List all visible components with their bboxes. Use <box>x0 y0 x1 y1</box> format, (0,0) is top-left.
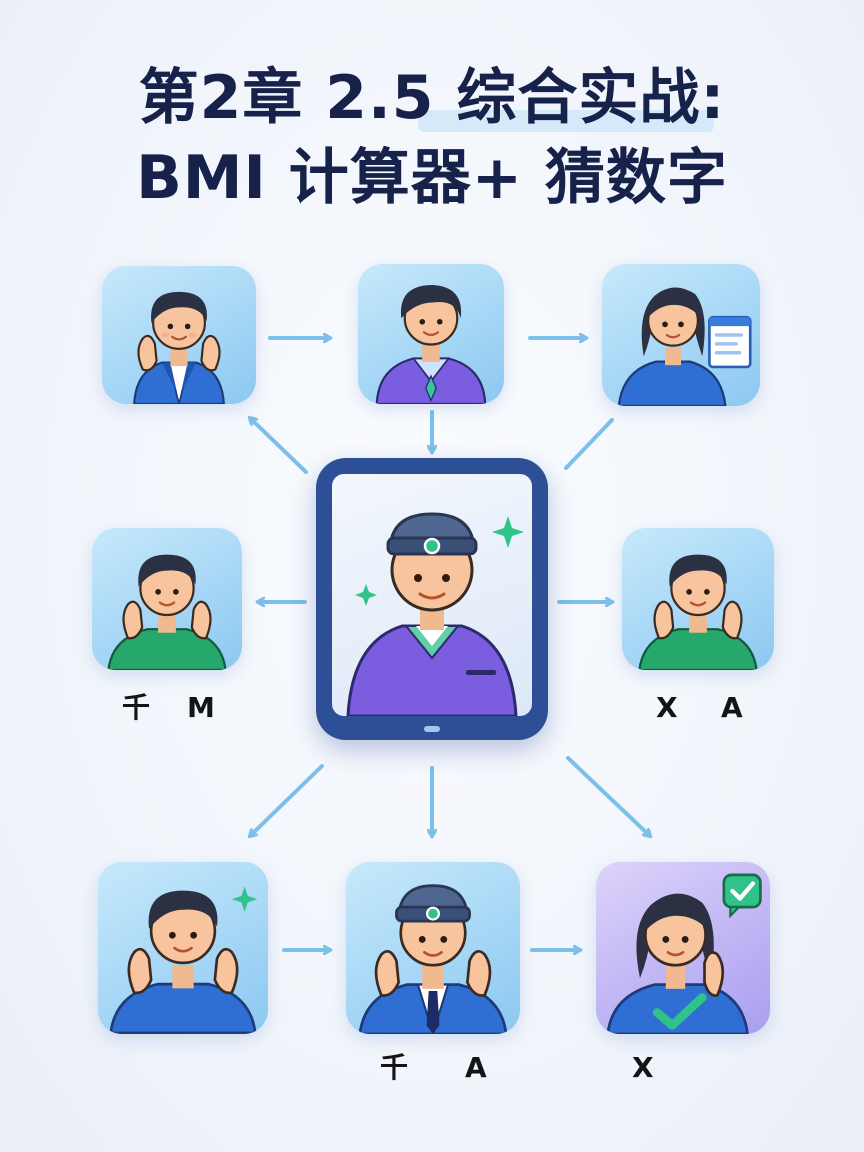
person-headset-purple <box>346 512 524 716</box>
avatar-card-mid-left[interactable] <box>92 528 242 670</box>
label-mid-right-1: X <box>656 691 678 724</box>
person-headset-suit <box>358 884 508 1034</box>
person-purple-shirt <box>375 285 487 404</box>
page-subtitle: BMI 计算器+ 猜数字 <box>136 143 728 213</box>
label-mid-left-1: 千 <box>122 691 151 724</box>
avatar-card-top-left[interactable] <box>102 266 256 404</box>
arrow-center-to-bottomright <box>566 756 650 836</box>
person-suit-hands-up <box>133 291 225 404</box>
arrow-top3-connector <box>564 418 614 470</box>
label-bottom-center-2: A <box>465 1051 487 1084</box>
tablet-screen <box>332 474 532 716</box>
tablet-home-button[interactable] <box>424 726 440 732</box>
headset-icon <box>395 884 471 923</box>
label-mid-right-2: A <box>721 691 743 724</box>
avatar-card-bottom-left[interactable] <box>98 862 268 1034</box>
person-woman-document <box>617 287 752 406</box>
person-green-shirt-hands-up <box>638 554 758 670</box>
label-mid-left-2: M <box>187 691 215 724</box>
document-icon <box>708 315 752 369</box>
page-title: 第2章 2.5 综合实战: <box>138 63 726 133</box>
check-bubble-icon <box>722 873 762 919</box>
sparkle-icon <box>355 584 377 606</box>
person-woman-check <box>606 873 762 1034</box>
arrow-center-to-top1 <box>250 418 308 474</box>
checkmark-icon <box>652 993 707 1030</box>
center-tablet[interactable] <box>316 458 548 740</box>
avatar-card-mid-right[interactable] <box>622 528 774 670</box>
person-blue-shirt-hands-up <box>109 886 258 1034</box>
avatar-card-top-center[interactable] <box>358 264 504 404</box>
label-bottom-center-1: 千 <box>380 1051 409 1084</box>
avatar-card-bottom-right[interactable] <box>596 862 770 1034</box>
sparkle-icon <box>231 886 258 912</box>
title-highlight <box>418 110 714 132</box>
label-bottom-right: X <box>632 1051 654 1084</box>
arrow-center-to-bottomleft <box>250 764 324 836</box>
avatar-card-bottom-center[interactable] <box>346 862 520 1034</box>
headset-icon <box>386 512 478 556</box>
person-green-shirt-hands-up <box>107 554 227 670</box>
sparkle-icon <box>492 516 524 548</box>
avatar-card-top-right[interactable] <box>602 264 760 406</box>
